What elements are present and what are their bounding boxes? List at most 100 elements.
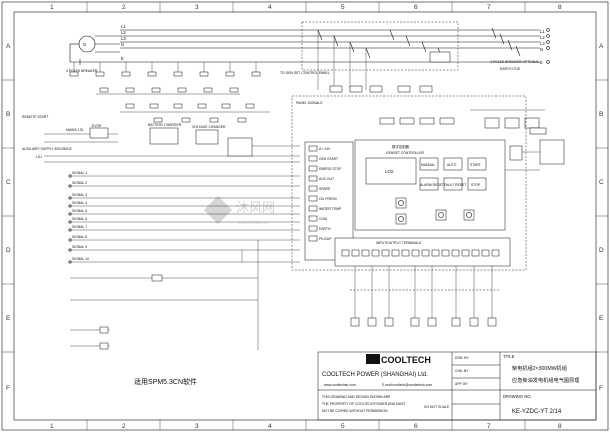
fuse-holder-block [227, 137, 253, 157]
col-label-bottom-3: 3 [195, 423, 199, 430]
terminal-label-6: OIL PRESS [319, 197, 338, 201]
right-breaker-contacts [491, 27, 521, 57]
row-label-left-c: C [6, 179, 11, 186]
bottom-sensor-drops [350, 266, 500, 327]
left-signal-6: SIGNAL 6 [72, 217, 87, 221]
terminal-label-5: SPARE [319, 187, 331, 191]
title-block [317, 351, 597, 421]
left-signal-4: SIGNAL 4 [72, 201, 87, 205]
manual-button [419, 157, 439, 171]
row-label-right-a: A [599, 43, 604, 50]
left-signal-2: SIGNAL 2 [72, 181, 87, 185]
bus-left-l3: L3 [121, 36, 126, 41]
col-label-bottom-6: 6 [414, 423, 418, 430]
col-label-bottom-5: 5 [341, 423, 345, 430]
right-breaker-label: 4 POLES BREAKER OPTIONAL [490, 60, 539, 64]
stop-button [467, 177, 487, 191]
app-by-label: APP. BY [455, 382, 468, 386]
cooltech-logo-mark [366, 354, 380, 364]
do-not-scale: DO NOT SCALE [424, 405, 450, 409]
title-text-line-1: 柴电机组2×300MW机组 [512, 364, 567, 372]
row-label-left-b: B [6, 111, 10, 118]
left-signal-5: SIGNAL 5 [72, 209, 87, 213]
terminal-label-10: PICKUP [319, 237, 332, 241]
left-signal-8: SIGNAL 8 [72, 235, 87, 239]
col-label-top-1: 1 [50, 4, 54, 11]
manual-button-label: MANUAL [421, 163, 435, 167]
col-label-bottom-1: 1 [50, 423, 54, 430]
left-signal-1: SIGNAL 1 [72, 171, 87, 175]
lcd-display [365, 157, 417, 185]
output-terminals [341, 249, 500, 257]
mains-input-label: MAINS 1S1 [66, 128, 84, 132]
terminal-label-7: WATER TEMP [319, 207, 342, 211]
watermark-brand: 沐风网 [236, 200, 275, 215]
diode-element [151, 274, 163, 282]
left-signal-lines [70, 175, 300, 350]
controller-terminals [308, 145, 318, 242]
fuse-bank-row-1 [69, 62, 261, 77]
row-label-left-f: F [6, 385, 10, 392]
row-label-left-e: E [6, 315, 11, 322]
drawing-no-label: DRAWING NO. [503, 394, 532, 399]
alarm-reset-button-label: ALARM RESET [420, 183, 444, 187]
column-markers: 1 2 3 4 5 6 7 8 1 2 3 4 5 6 7 8 [50, 2, 562, 430]
left-signal-10: SIGNAL 10 [72, 257, 89, 261]
col-label-bottom-8: 8 [558, 423, 562, 430]
right-side-connector [505, 127, 565, 171]
row-label-left-a: A [6, 43, 11, 50]
chk-by-label: CHK. BY [455, 369, 469, 373]
breaker-switches [317, 29, 443, 90]
control-panel-enclosure [291, 95, 527, 271]
bus-left-l1: L1 [121, 24, 126, 29]
row-markers: A B C D E F A B C D E F [2, 43, 608, 392]
company-name: COOLTECH POWER (SHANGHAI) Ltd. [322, 372, 428, 378]
voltage-changer-label: VOLTAGE CHANGER [192, 125, 226, 129]
relay-contacts-top [329, 85, 545, 129]
breaker-coil [429, 51, 451, 63]
col-label-bottom-2: 2 [122, 423, 126, 430]
fault-reset-button [443, 177, 463, 191]
ct-note: TO GEN SET CONTROL PANEL [280, 71, 330, 75]
right-breaker-terminals [546, 28, 550, 64]
panel-header-label: PANEL SIGNALS [296, 101, 323, 105]
row-label-right-b: B [599, 111, 603, 118]
col-label-top-3: 3 [195, 4, 199, 11]
row-label-left-d: D [6, 247, 11, 254]
drawing-number: KE-YZDC-YT 2/14 [512, 409, 562, 415]
col-label-top-7: 7 [487, 4, 491, 11]
controller-title-en: GENSET CONTROLLER [386, 151, 425, 155]
evoe-module [89, 127, 109, 139]
lcd-label: LCD [385, 169, 393, 174]
bus-left-e: E [121, 56, 124, 61]
row-label-right-e: E [599, 315, 604, 322]
row-label-right-d: D [599, 247, 604, 254]
ls1-label: LS1 [36, 155, 42, 159]
row-label-right-c: C [599, 179, 604, 186]
main-bus-lines [70, 29, 540, 65]
voltage-changer-module [195, 129, 219, 145]
fault-reset-button-label: FAULT RESET [444, 183, 466, 187]
bus-right-l1: L1 [540, 29, 545, 34]
indicator-lamps [395, 197, 475, 225]
watermark: 沐风网 www.mfcad.com [203, 195, 275, 225]
output-terminal-header: INPUT/OUTPUT TERMINALS [376, 241, 422, 245]
title-text-line-2: 应急柴油发电机组电气图原理 [512, 376, 580, 384]
notice-line-2: THE PROPERTY OF COOLTECH POWER AND MUST [322, 402, 406, 406]
fuse-element-2 [99, 342, 109, 350]
evoe-label: EVOE [92, 124, 102, 128]
left-breaker-label: 4 POLES BREAKER [66, 69, 98, 73]
software-note: 适用SPM5.3CN软件 [134, 377, 197, 386]
watermark-url: www.mfcad.com [238, 220, 269, 225]
fuse-element-1 [99, 326, 109, 334]
fuse-bank-row-4 [153, 117, 247, 123]
title-label: TITLE [503, 354, 515, 359]
bus-right-l3: L3 [540, 41, 545, 46]
col-label-top-8: 8 [558, 4, 562, 11]
terminal-label-9: EARTH [319, 227, 331, 231]
row-label-right-f: F [599, 385, 603, 392]
terminal-label-1: A+ 24V [319, 147, 331, 151]
battery-charger-label: BATTERY CHARGER [148, 123, 182, 127]
col-label-bottom-4: 4 [268, 423, 272, 430]
drn-by-label: DRN. BY [455, 356, 469, 360]
